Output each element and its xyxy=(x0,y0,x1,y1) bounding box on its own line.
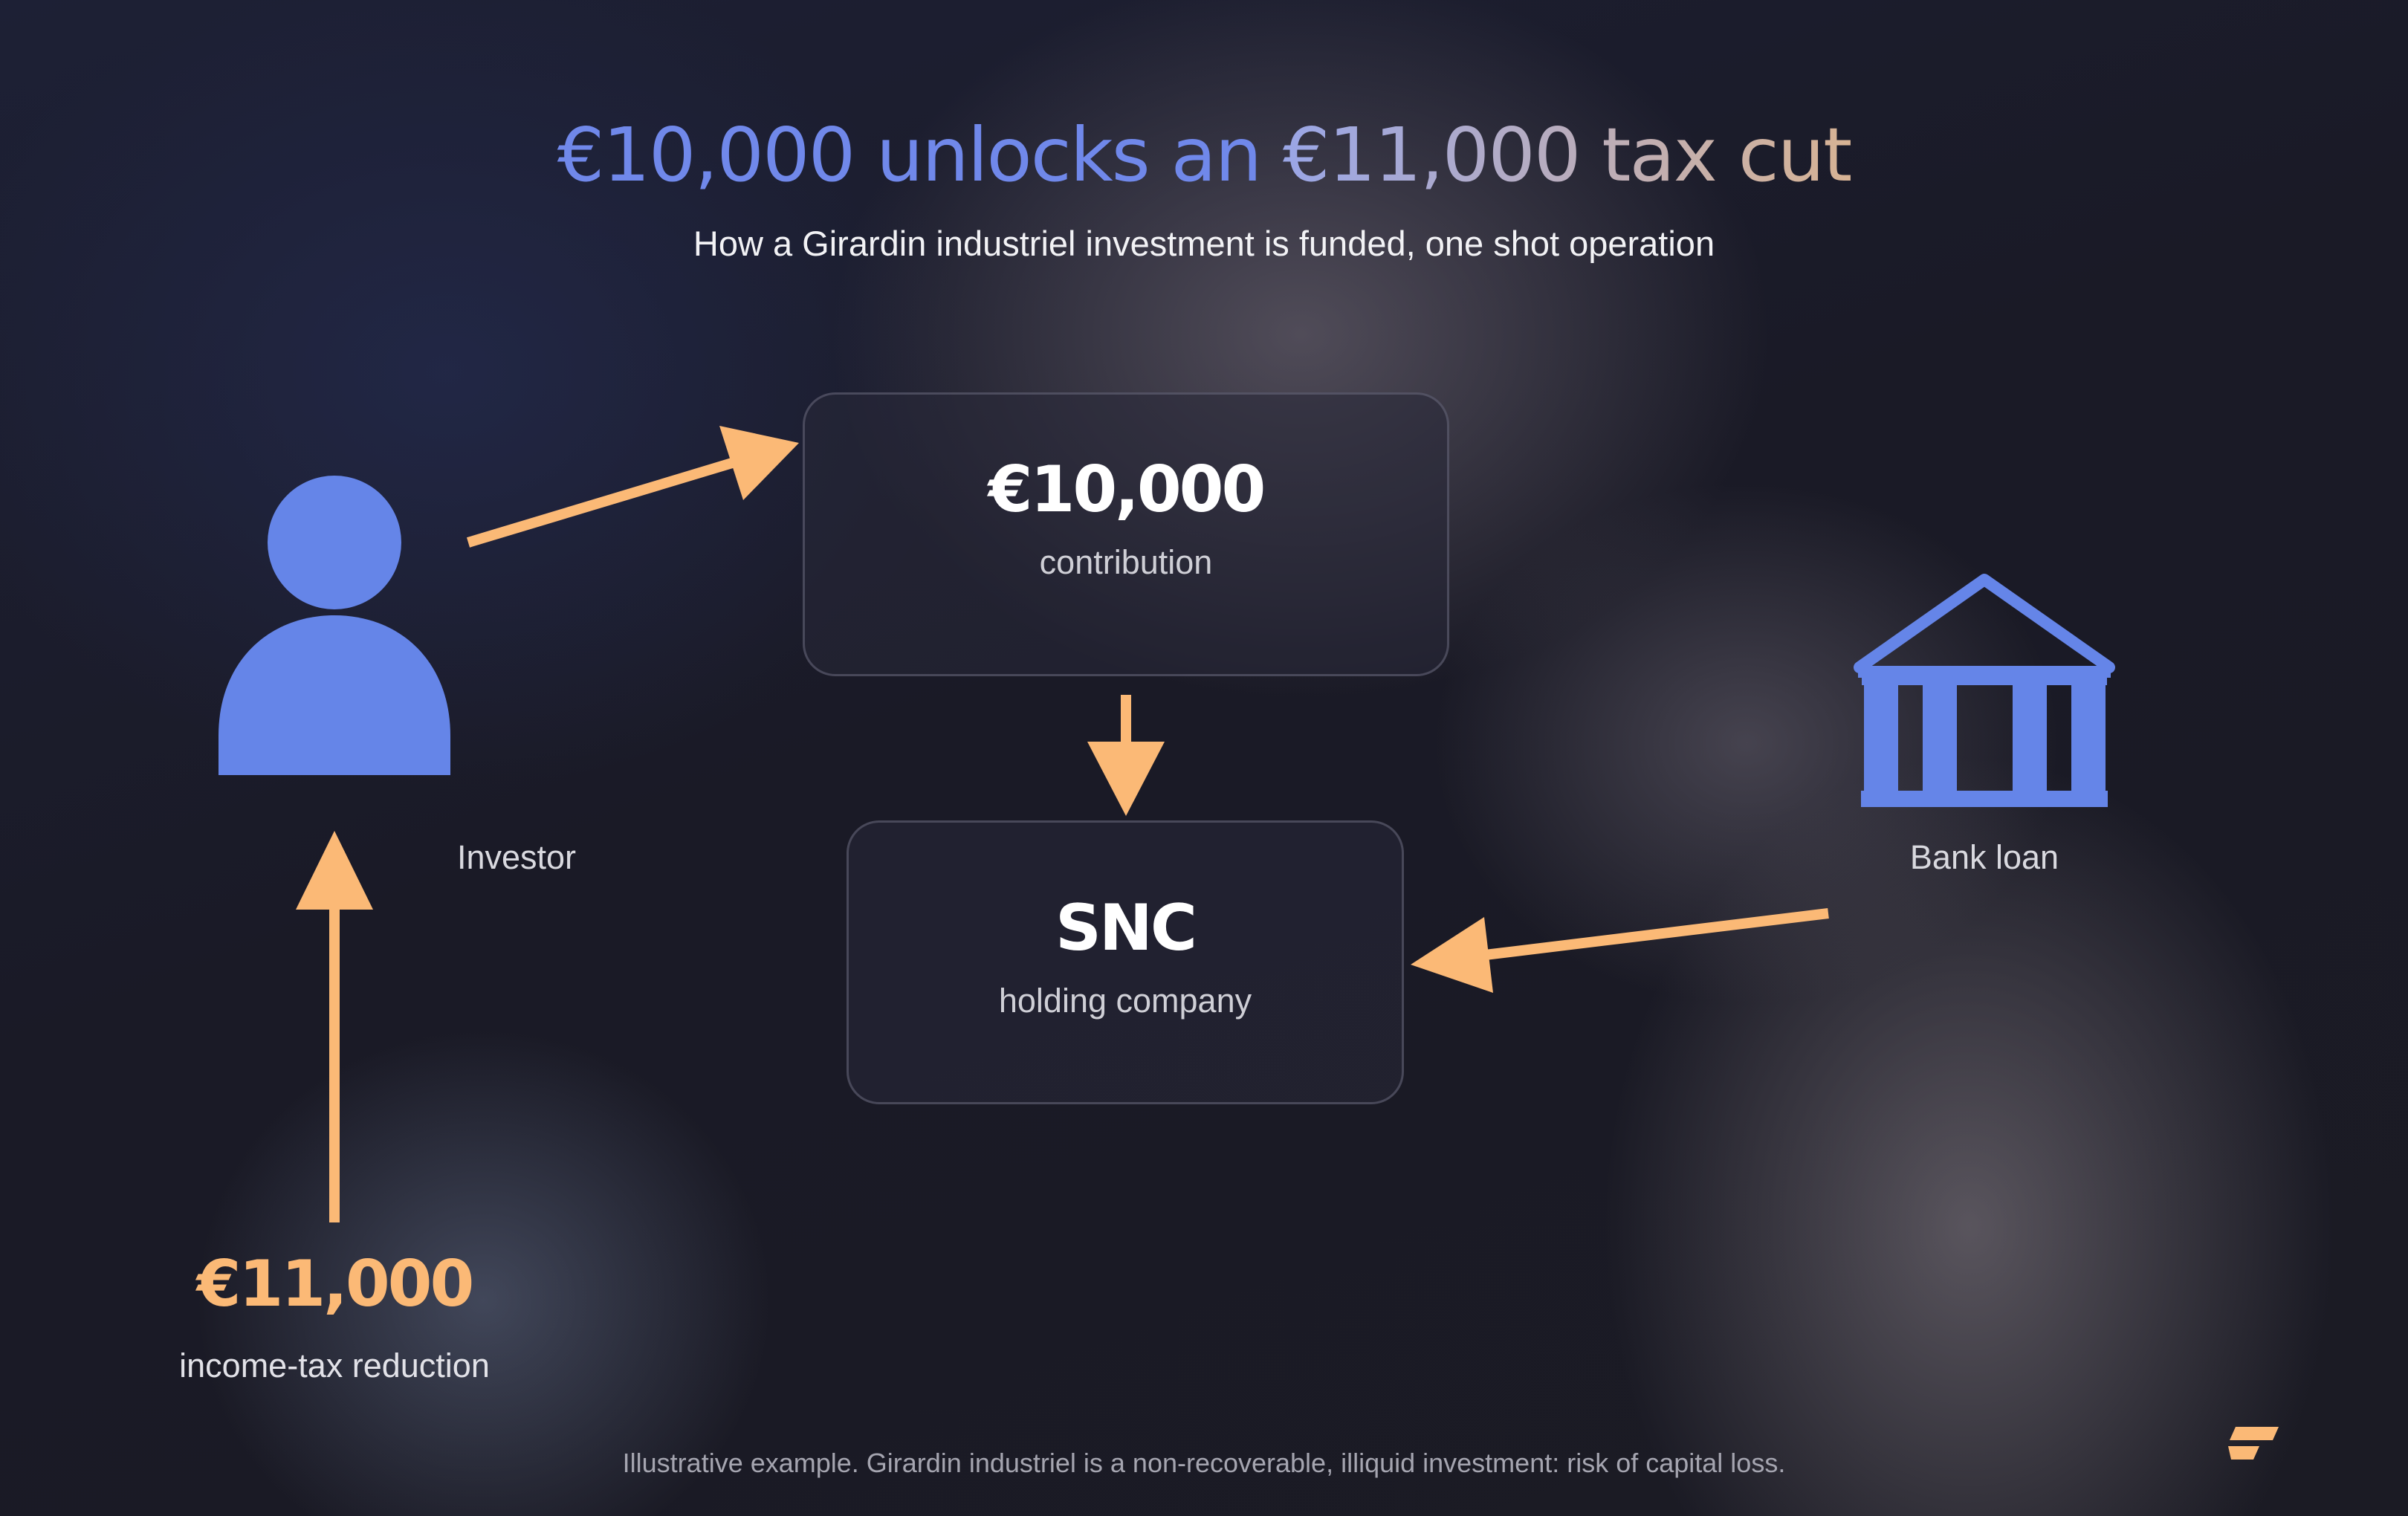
page-title: €10,000 unlocks an €11,000 tax cut xyxy=(0,111,2408,198)
snc-box: SNC holding company xyxy=(847,820,1404,1104)
tax-reduction-amount: €11,000 xyxy=(196,1247,475,1321)
bank-icon xyxy=(1854,574,2115,807)
snc-label: holding company xyxy=(998,982,1252,1020)
contribution-box: €10,000 contribution xyxy=(803,392,1449,676)
investor-label: Investor xyxy=(456,838,577,876)
page-subtitle: How a Girardin industriel investment is … xyxy=(693,224,1715,263)
contribution-label: contribution xyxy=(1039,543,1213,581)
brand-logo xyxy=(2228,1427,2279,1460)
title-part-2: €11,000 tax cut xyxy=(1282,111,1852,198)
arrow-bank-to-snc xyxy=(1411,908,1829,993)
arrow-contribution-to-snc xyxy=(1087,695,1165,816)
arrow-investor-to-contribution xyxy=(466,426,799,548)
snc-name: SNC xyxy=(1055,891,1197,965)
bank-loan-label: Bank loan xyxy=(1909,838,2059,876)
title-part-1: €10,000 unlocks an xyxy=(557,111,1283,198)
arrow-tax-to-investor xyxy=(296,831,373,1222)
tax-reduction-label: income-tax reduction xyxy=(179,1347,490,1384)
person-icon xyxy=(219,476,450,775)
disclaimer-footnote: Illustrative example. Girardin industrie… xyxy=(622,1448,1786,1478)
contribution-amount: €10,000 xyxy=(988,453,1266,527)
